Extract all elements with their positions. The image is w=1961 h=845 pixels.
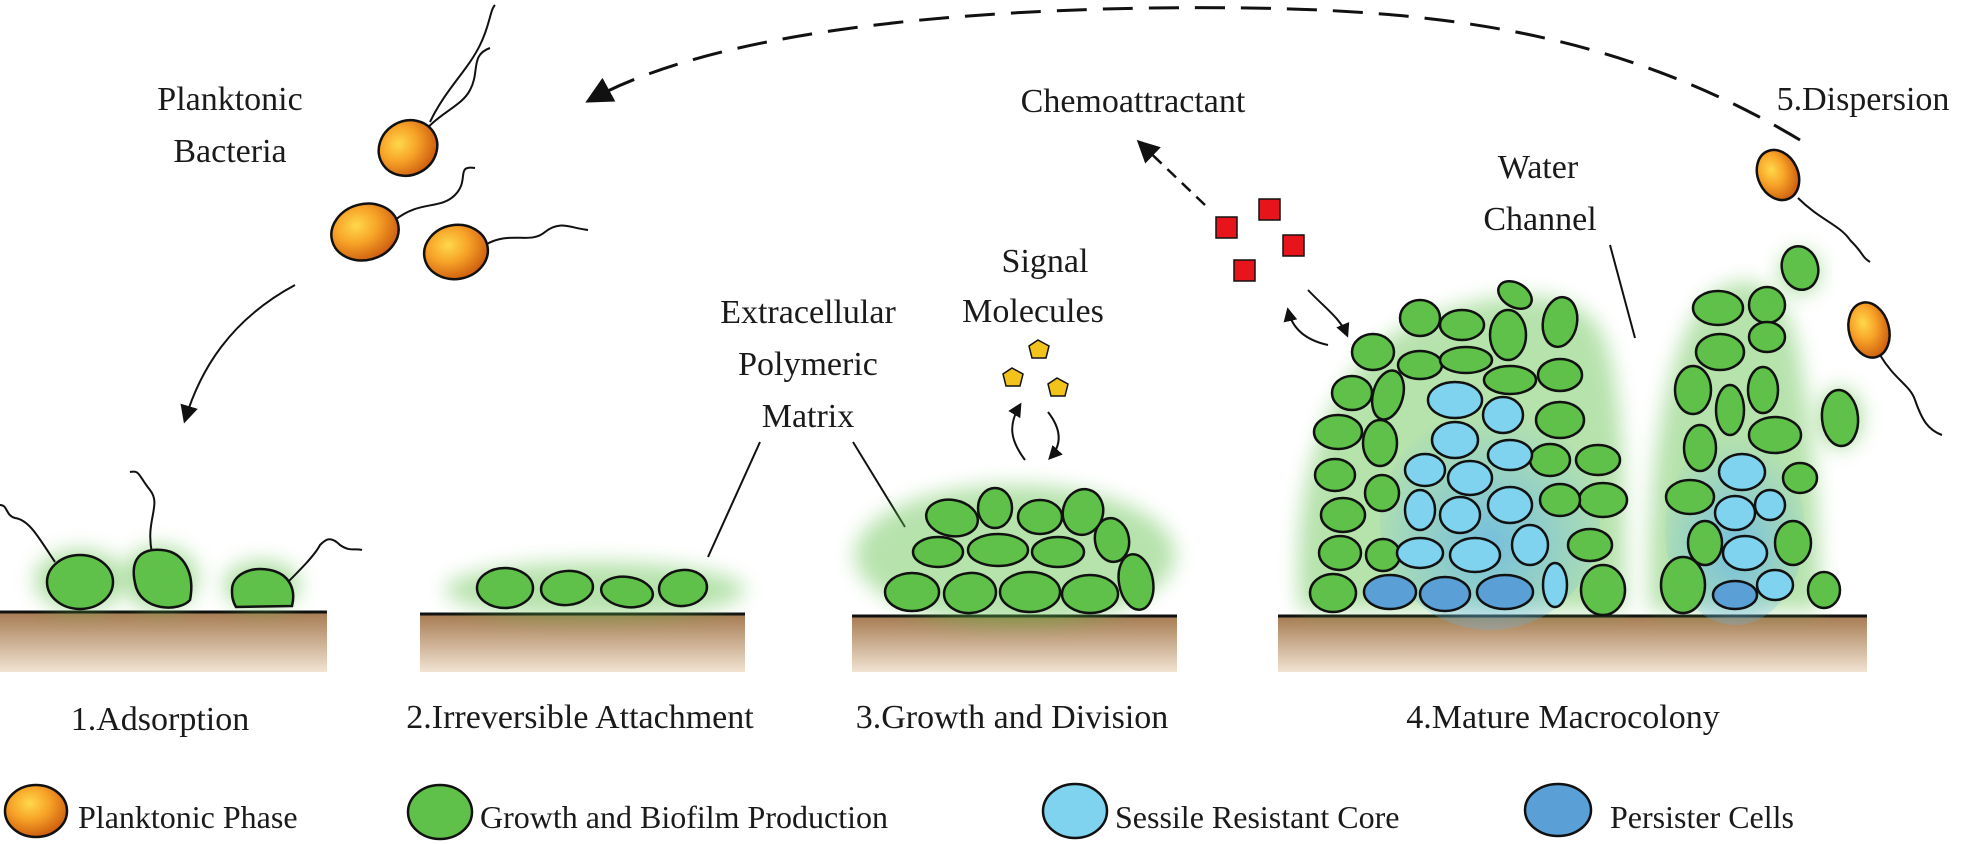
signal-molecules xyxy=(1002,339,1069,397)
dispersion-label: 5.Dispersion xyxy=(1777,81,1950,118)
legend-label-core: Sessile Resistant Core xyxy=(1115,799,1399,835)
water-channel-leader xyxy=(1609,244,1636,339)
chemoattractant-label: Chemoattractant xyxy=(1021,83,1246,120)
substrate-stage-2 xyxy=(420,612,745,672)
eps-label-3: Matrix xyxy=(762,398,855,435)
planktonic-bacteria-label-1: Planktonic xyxy=(157,81,302,118)
stage-4-macrocolony xyxy=(1298,280,1842,630)
chemo-arrow xyxy=(1136,139,1206,206)
stage-2-label: 2.Irreversible Attachment xyxy=(406,699,754,736)
substrate-stage-1 xyxy=(0,610,327,672)
chemo-exchange-arrow-2 xyxy=(1283,307,1329,346)
legend-swatch-growth xyxy=(406,783,474,841)
legend-swatch-planktonic xyxy=(3,783,69,839)
chemo-exchange-arrow-1 xyxy=(1307,289,1350,338)
signal-arrow-down xyxy=(1047,411,1063,461)
signal-label-2: Molecules xyxy=(962,293,1104,330)
signal-arrow-up xyxy=(1008,402,1026,461)
stage-1-cells xyxy=(0,470,363,611)
planktonic-bacteria-group xyxy=(330,4,589,281)
legend-swatch-persister xyxy=(1523,782,1593,838)
dispersion-arrow xyxy=(585,6,1801,142)
chemoattractant-squares xyxy=(1215,198,1305,282)
stage-3-label: 3.Growth and Division xyxy=(856,699,1169,736)
attachment-arrow xyxy=(180,284,296,424)
eps-label-1: Extracellular xyxy=(720,294,896,331)
stage-1-label: 1.Adsorption xyxy=(71,701,250,738)
water-channel-label-2: Channel xyxy=(1483,201,1596,238)
legend-swatch-core xyxy=(1041,782,1109,840)
water-channel-label-1: Water xyxy=(1498,149,1579,186)
legend-label-persister: Persister Cells xyxy=(1610,799,1794,835)
dispersing-cells xyxy=(1755,148,1943,448)
eps-label-2: Polymeric xyxy=(738,346,878,383)
legend-label-planktonic: Planktonic Phase xyxy=(78,799,298,835)
signal-label-1: Signal xyxy=(1002,243,1089,280)
stage-3-cells xyxy=(855,485,1175,625)
legend-label-growth: Growth and Biofilm Production xyxy=(480,799,888,835)
stage-4-label: 4.Mature Macrocolony xyxy=(1406,699,1719,736)
eps-leader-left xyxy=(707,441,761,558)
planktonic-bacteria-label-2: Bacteria xyxy=(173,133,286,170)
substrate-stage-4 xyxy=(1278,614,1867,672)
stage-2-cells xyxy=(445,562,745,618)
legend: Planktonic Phase Growth and Biofilm Prod… xyxy=(3,782,1794,841)
